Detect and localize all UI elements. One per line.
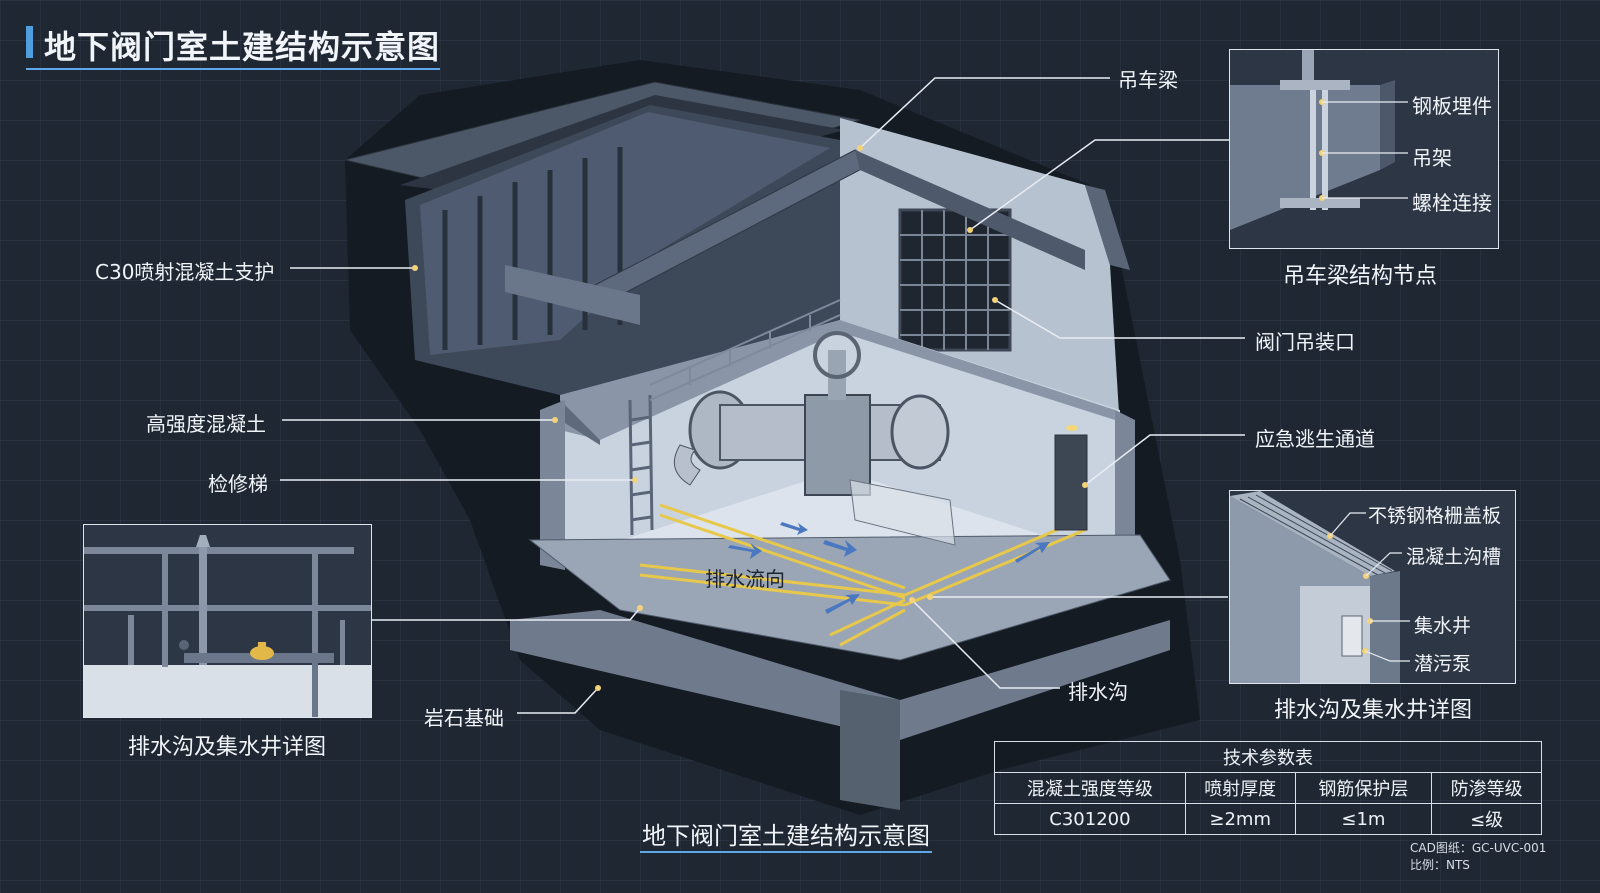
gate-valve-body [804,394,871,496]
tech-table-cell: C301200 [994,803,1186,835]
crane-detail-caption: 吊车梁结构节点 [1283,264,1438,289]
label-sump: 集水井 [1414,615,1472,637]
tech-table-cell: ≤级 [1431,803,1542,835]
bottom-title: 地下阀门室土建结构示意图 [642,822,930,850]
tech-parameter-table: 技术参数表 混凝土强度等级 喷射厚度 钢筋保护层 防渗等级 C301200 ≥2… [994,741,1542,835]
label-bolt: 螺栓连接 [1412,191,1492,215]
elbow-pipe [673,444,701,486]
title-underline [26,68,440,70]
tech-table-title: 技术参数表 [994,741,1542,773]
label-drain-ditch: 排水沟 [1068,680,1128,704]
label-trough: 混凝土沟槽 [1406,546,1502,568]
leader-rock [517,687,599,714]
tech-table-header: 钢筋保护层 [1294,772,1433,804]
page-title: 地下阀门室土建结构示意图 [44,28,441,66]
tech-table-cell: ≥2mm [1184,803,1296,835]
label-hoist-opening: 阀门吊装口 [1255,330,1355,354]
label-crane-beam: 吊车梁 [1118,68,1178,92]
drain-detail-left-drawing [84,525,371,717]
escape-light [1066,425,1078,431]
drain-detail-left-panel [83,524,372,718]
drain-detail-right-caption: 排水沟及集水井详图 [1274,698,1473,723]
tech-table-header: 喷射厚度 [1184,772,1296,804]
flow-arrows [728,522,1050,614]
label-ladder: 检修梯 [208,472,268,496]
cad-drawing-number: CAD图纸：GC-UVC-001 [1410,841,1547,855]
leader-crane-beam [859,77,1110,149]
leader-drain [911,599,1060,689]
label-steel-embed: 钢板埋件 [1412,94,1492,118]
crane-support [505,265,640,325]
hoist-opening-grate [898,208,1012,352]
label-hs-concrete: 高强度混凝土 [146,412,266,436]
tech-table-header: 混凝土强度等级 [994,772,1186,804]
maintenance-ladder [628,394,654,536]
tech-table-header: 防渗等级 [1431,772,1542,804]
drain-channels [639,503,1086,647]
label-flow: 排水流向 [705,567,785,591]
foundation-slab [510,610,1170,740]
crane-detail-drawing [1230,50,1498,248]
right-cut-wall [1115,410,1135,555]
label-hanger: 吊架 [1412,146,1452,170]
bottom-title-underline [640,851,932,853]
mezzanine-railing [649,299,841,401]
escape-door [1054,434,1088,531]
drain-detail-right-drawing [1230,491,1515,683]
label-pump: 潜污泵 [1414,653,1472,675]
leader-crane-detail [969,139,1230,231]
label-rock: 岩石基础 [424,706,504,730]
crane-detail-panel: 钢板埋件 吊架 螺栓连接 [1229,49,1499,249]
cad-scale: 比例：NTS [1410,858,1470,872]
drain-detail-left-caption: 排水沟及集水井详图 [128,735,327,760]
drain-detail-right-panel: 不锈钢格栅盖板 混凝土沟槽 集水井 潜污泵 [1229,490,1516,684]
label-grating: 不锈钢格栅盖板 [1368,505,1502,527]
leader-drain-detail-left [372,607,641,621]
tech-table-cell: ≤1m [1294,803,1433,835]
title-accent-bar [26,26,33,58]
label-escape: 应急逃生通道 [1255,427,1375,451]
left-cut-wall [540,400,565,570]
leader-escape [1084,434,1245,486]
leader-hoist [994,299,1245,339]
handwheel-icon [813,331,861,379]
crane-beam-right [855,150,1085,270]
mezzanine-slab [560,320,1115,440]
label-shotcrete: C30喷射混凝土支护 [95,260,275,284]
outlet-pipe [849,479,956,546]
